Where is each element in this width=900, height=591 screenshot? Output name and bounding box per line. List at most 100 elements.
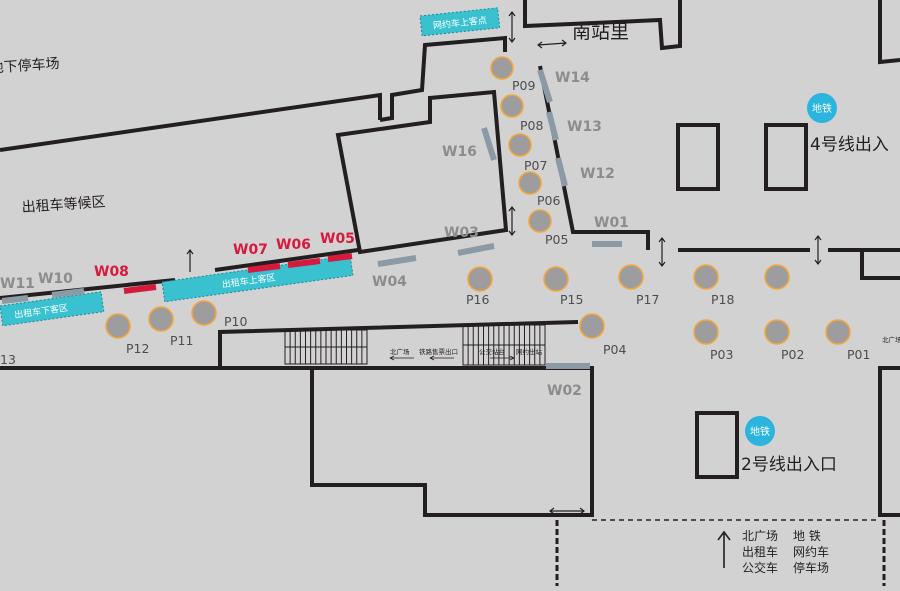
metro-badge-line4: 地铁 bbox=[807, 93, 837, 123]
arrow-leftright-top bbox=[537, 39, 567, 49]
label-w06: W06 bbox=[276, 237, 311, 253]
label-p09: P09 bbox=[512, 78, 535, 93]
gate-bar-w11 bbox=[1, 295, 29, 304]
label-p06: P06 bbox=[537, 193, 560, 208]
wall-diagonal bbox=[538, 65, 650, 250]
label-w05: W05 bbox=[320, 231, 355, 247]
wall-lower-building bbox=[0, 366, 594, 517]
bottom-col2-line3: 停车场 bbox=[793, 560, 829, 575]
label-p12: P12 bbox=[126, 341, 149, 356]
label-p01: P01 bbox=[847, 347, 870, 362]
corridor-sign-ridehail: 网约出站 bbox=[516, 347, 543, 356]
exit4-box-left bbox=[676, 123, 720, 191]
pillar-p18 bbox=[764, 264, 790, 290]
bottom-col2-line1: 地 铁 bbox=[793, 529, 821, 543]
wall-top-right bbox=[878, 0, 900, 65]
metro-badge-circle bbox=[745, 416, 775, 446]
gate-bar-w14 bbox=[537, 69, 553, 103]
bottom-col1-line2: 出租车 bbox=[742, 544, 778, 559]
label-line4-exit: 4号线出入 bbox=[810, 135, 889, 155]
label-north-square-edge: 北广场 bbox=[882, 335, 900, 344]
gate-bars bbox=[1, 69, 622, 369]
gate-bar-w06 bbox=[287, 258, 321, 268]
pillar-p14 bbox=[543, 266, 569, 292]
wall-corridor-top bbox=[218, 320, 579, 368]
bottom-col2-line2: 网约车 bbox=[793, 544, 829, 559]
gate-bar-w10 bbox=[51, 288, 85, 298]
label-w02: W02 bbox=[547, 383, 582, 399]
corridor-sign-ticket: 铁路售票出口 bbox=[419, 347, 458, 356]
area-labels: 南站里 地下停车场 出租车等候区 4号线出入 2号线出入口 北广场 铁路售票出口… bbox=[0, 21, 900, 575]
arrow-updown-far bbox=[814, 235, 822, 265]
label-p17: P18 bbox=[711, 292, 734, 307]
exit4-box-right bbox=[764, 123, 808, 191]
pillar-p10 bbox=[191, 300, 217, 326]
wall-top-box bbox=[523, 0, 682, 51]
wall-mid-1 bbox=[0, 278, 176, 300]
label-p08: P08 bbox=[520, 118, 543, 133]
metro-badge-text: 地铁 bbox=[812, 102, 832, 115]
label-w01: W01 bbox=[594, 215, 629, 231]
label-taxi-waiting: 出租车等候区 bbox=[21, 193, 106, 216]
pillar-p09 bbox=[490, 56, 514, 80]
wall-building bbox=[335, 89, 509, 255]
pillar-p03 bbox=[693, 319, 719, 345]
corridor-sign-bus: 公交站台 bbox=[479, 347, 505, 356]
pillar-p12 bbox=[105, 313, 131, 339]
label-p14: P15 bbox=[560, 292, 583, 307]
gate-bar-w12 bbox=[555, 157, 568, 187]
arrow-leftright-bottom bbox=[549, 507, 585, 515]
street-name-nanzhanli: 南站里 bbox=[572, 21, 629, 43]
pillars bbox=[105, 56, 851, 345]
label-p11: P11 bbox=[170, 333, 193, 348]
pillar-p08 bbox=[500, 94, 524, 118]
corridor-arrow-3 bbox=[490, 355, 515, 361]
arrow-updown-top bbox=[508, 11, 516, 43]
wall-north-left bbox=[0, 92, 382, 152]
corridor-arrow-2 bbox=[429, 355, 454, 361]
pillar-p17 bbox=[693, 264, 719, 290]
metro-badge-circle bbox=[807, 93, 837, 123]
pillar-p15 bbox=[467, 266, 493, 292]
label-w03: W03 bbox=[444, 225, 479, 241]
gate-bar-w08 bbox=[123, 284, 157, 294]
metro-badge-line2: 地铁 bbox=[745, 416, 775, 446]
stairs bbox=[284, 324, 546, 366]
pillar-labels: P09 P08 P07 P06 P05 P16 P15 P17 P18 P04 … bbox=[126, 78, 870, 362]
arrow-updown-right bbox=[658, 237, 666, 267]
exit2-box bbox=[695, 411, 739, 479]
zones: 网约车上客点 出租车上客区 出租车下客区 bbox=[0, 7, 501, 327]
wall-north-mid bbox=[379, 35, 507, 122]
metro-badge-text: 地铁 bbox=[750, 425, 770, 438]
label-p04: P04 bbox=[603, 342, 626, 357]
label-p07: P07 bbox=[524, 158, 547, 173]
pillar-p05 bbox=[528, 209, 552, 233]
label-p02: P02 bbox=[781, 347, 804, 362]
gate-bar-w03 bbox=[457, 243, 495, 256]
arrow-up-exit bbox=[717, 530, 731, 568]
bottom-col1-line1: 北广场 bbox=[742, 529, 778, 543]
label-cut-13: 13 bbox=[0, 352, 16, 367]
wall-right-box bbox=[860, 250, 900, 280]
gate-bar-w13 bbox=[546, 111, 559, 141]
bottom-direction-col1: 北广场 出租车 公交车 bbox=[742, 529, 778, 575]
gate-labels: W14 W13 W12 W16 W01 W03 W04 W02 W10 W11 … bbox=[0, 70, 629, 399]
label-w14: W14 bbox=[555, 70, 590, 86]
pillar-p01 bbox=[825, 319, 851, 345]
pillar-p16 bbox=[618, 264, 644, 290]
corridor-sign-north: 北广场 bbox=[390, 347, 410, 356]
label-p03: P03 bbox=[710, 347, 733, 362]
taxi-dropoff-zone bbox=[0, 291, 105, 327]
arrow-up-left bbox=[186, 249, 194, 272]
gate-bar-w04 bbox=[377, 255, 417, 267]
corridor-arrow-1 bbox=[389, 355, 414, 361]
gate-bar-w07 bbox=[247, 263, 281, 273]
label-p10: P10 bbox=[224, 314, 247, 329]
label-w08: W08 bbox=[94, 264, 129, 280]
label-w07: W07 bbox=[233, 242, 268, 258]
label-w16: W16 bbox=[442, 144, 477, 160]
label-w04: W04 bbox=[372, 274, 407, 290]
